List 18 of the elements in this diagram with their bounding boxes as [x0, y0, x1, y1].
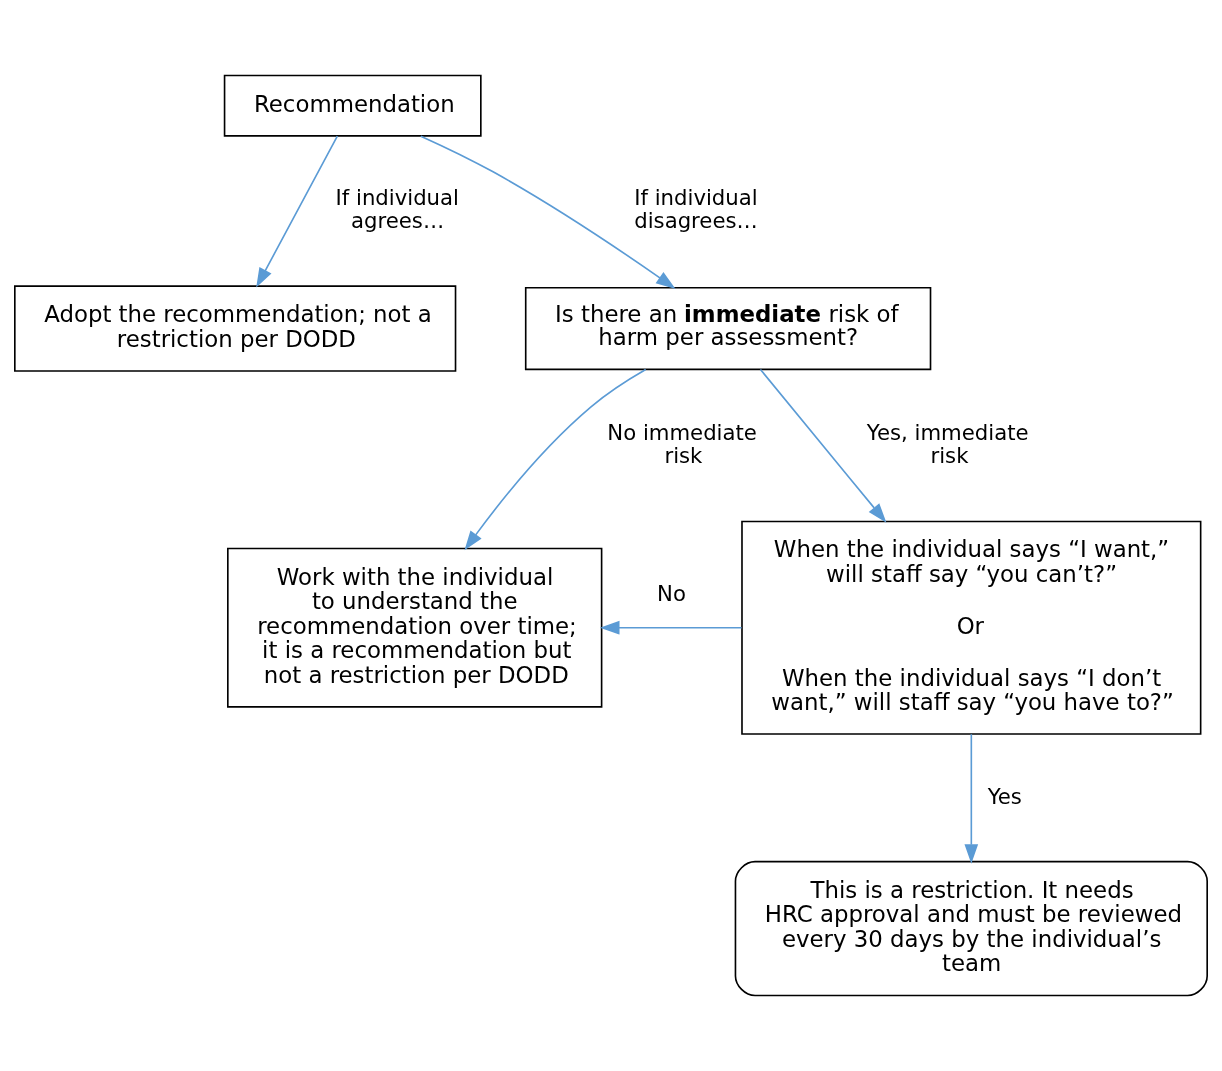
node-box: When the individual says “I want,” will staff say “you can’t?” Or When the individual says “I don’t want,” will staff say “you have to?” [741, 520, 1202, 735]
arrow [599, 620, 743, 635]
edge-label: Yes, immediate risk [866, 420, 1029, 469]
arrow [964, 733, 979, 864]
arrow [464, 368, 647, 551]
arrow [759, 368, 887, 523]
node-box: This is a restriction. It needs HRC approval and must be reviewed every 30 days by the individual’s team [734, 860, 1208, 997]
node-box: Work with the individual to understand the recommendation over time; it is a recommendation but not a restriction per DODD [227, 547, 603, 708]
edge-label: If individual agrees… [335, 185, 459, 233]
node-box: Adopt the recommendation; not a restriction per DODD [14, 285, 457, 372]
node-box: Recommendation [223, 74, 482, 137]
arrow [256, 135, 339, 288]
edge-label: Yes [987, 783, 1022, 809]
arrow [420, 135, 676, 289]
edge-label: No [657, 580, 686, 606]
edge-label: No immediate risk [607, 420, 757, 469]
node-box: Is there an immediate risk of harm per assessment? [524, 286, 932, 371]
edge-label: If individual disagrees… [634, 185, 758, 233]
